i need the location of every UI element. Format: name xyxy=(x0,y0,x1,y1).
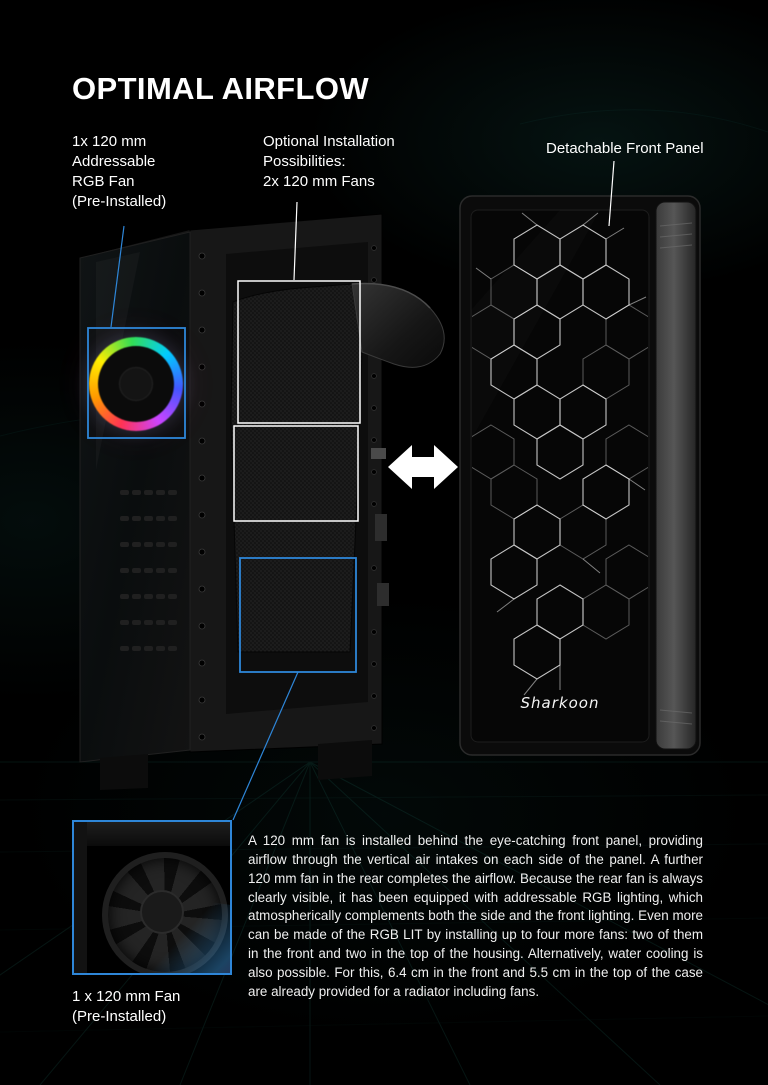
front-panel-pattern xyxy=(472,212,648,696)
connector-bottom-fan xyxy=(232,671,299,821)
callout-optional-fans: Optional Installation Possibilities: 2x … xyxy=(263,133,395,191)
highlight-rgb-fan-box xyxy=(87,327,186,439)
fan-hub xyxy=(119,367,153,401)
case-illustration xyxy=(79,213,445,790)
photo-rgb-glow xyxy=(125,892,230,973)
photo-case-frame-top xyxy=(74,822,230,846)
photo-fan-hub xyxy=(140,890,184,934)
brand-logo: Sharkoon xyxy=(521,694,600,712)
callout-rgb-fan: 1x 120 mm Addressable RGB Fan (Pre-Insta… xyxy=(72,133,167,211)
optional-fan-slot-2 xyxy=(233,425,359,522)
photo-fan xyxy=(102,852,228,973)
rgb-fan xyxy=(89,337,183,431)
detach-arrow-icon xyxy=(388,445,458,489)
connector-rgb-fan xyxy=(110,225,125,328)
front-panel-illustration: Sharkoon xyxy=(459,195,701,756)
mesh-panel xyxy=(230,282,445,653)
connector-optional-fans xyxy=(293,201,298,281)
photo-case-frame-left xyxy=(74,822,87,973)
body-text: A 120 mm fan is installed behind the eye… xyxy=(248,833,703,999)
page-title: OPTIMAL AIRFLOW xyxy=(72,70,370,106)
connector-front-panel xyxy=(608,160,615,227)
callout-bottom-fan: 1 x 120 mm Fan (Pre-Installed) xyxy=(72,988,181,1026)
highlight-bottom-fan-box xyxy=(239,557,357,673)
bottom-fan-photo xyxy=(72,820,232,975)
optional-fan-slot-1 xyxy=(237,280,361,424)
callout-front-panel: Detachable Front Panel xyxy=(546,140,704,157)
